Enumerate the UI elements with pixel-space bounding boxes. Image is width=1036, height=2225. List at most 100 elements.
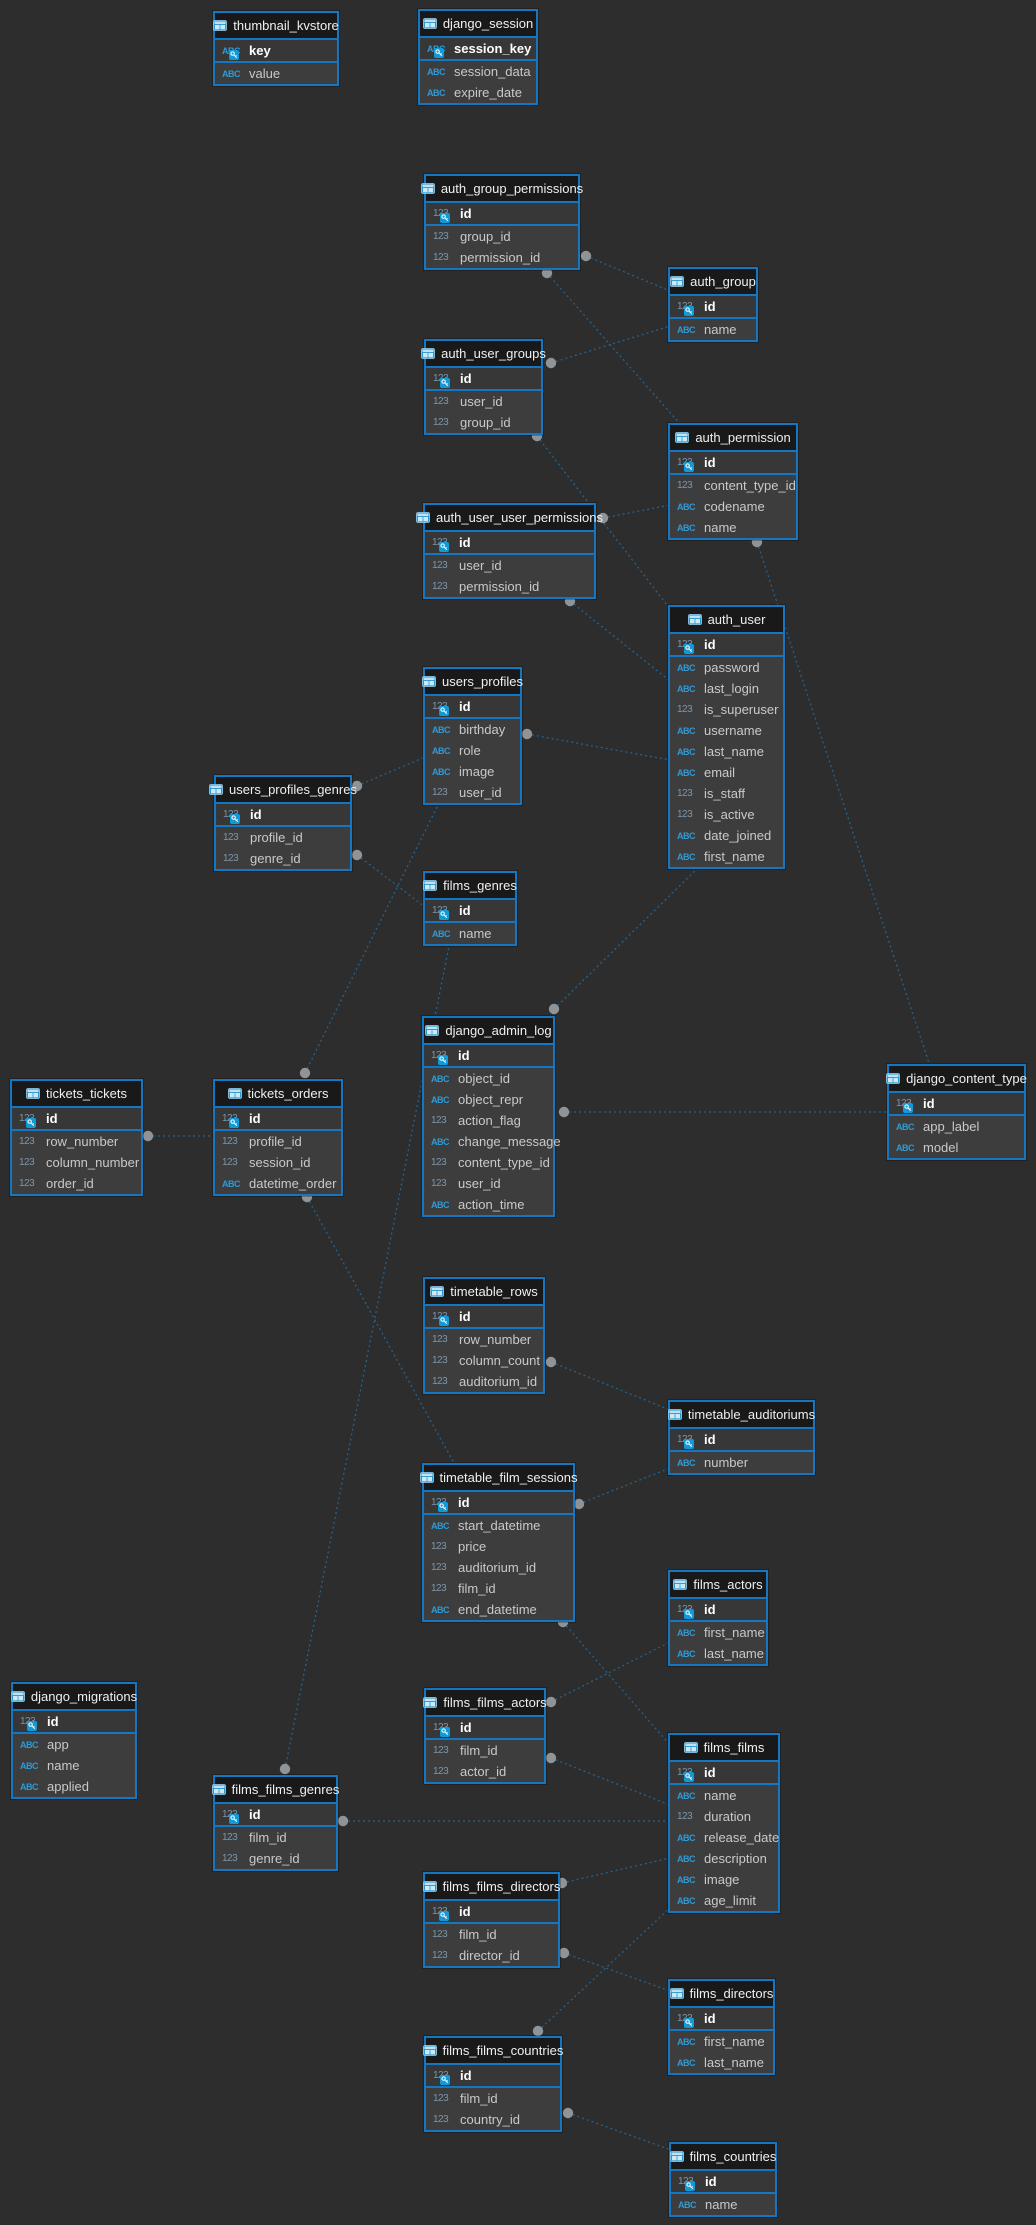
table-header[interactable]: films_countries bbox=[669, 2144, 776, 2171]
table-header[interactable]: users_profiles_genres bbox=[209, 777, 357, 804]
column-row-id[interactable]: 123id bbox=[670, 634, 783, 657]
table-header[interactable]: auth_user_groups bbox=[421, 341, 546, 368]
column-row-id[interactable]: 123id bbox=[424, 1492, 573, 1515]
table-films_genres[interactable]: films_genres123idABCname bbox=[423, 871, 517, 946]
table-header[interactable]: django_admin_log bbox=[424, 1018, 553, 1045]
column-row-id[interactable]: 123id bbox=[425, 696, 520, 719]
relationship-line-tickets_orders-timetable_film_sessions[interactable] bbox=[306, 1196, 456, 1466]
table-auth_group_permissions[interactable]: auth_group_permissions123id123group_id12… bbox=[420, 174, 583, 270]
relationship-endpoint-dot[interactable] bbox=[541, 267, 553, 279]
table-auth_group[interactable]: auth_group123idABCname bbox=[668, 267, 758, 342]
relationship-line-timetable_film_sessions-timetable_auditoriums[interactable] bbox=[578, 1467, 671, 1505]
table-films_films_countries[interactable]: films_films_countries123id123film_id123c… bbox=[422, 2036, 563, 2132]
table-django_admin_log[interactable]: django_admin_log123idABCobject_idABCobje… bbox=[422, 1016, 561, 1217]
relationship-endpoint-dot[interactable] bbox=[558, 1947, 570, 1959]
table-header[interactable]: timetable_rows bbox=[425, 1279, 543, 1306]
relationship-endpoint-dot[interactable] bbox=[351, 849, 363, 861]
relationship-line-users_profiles-auth_user[interactable] bbox=[526, 733, 671, 761]
relationship-endpoint-dot[interactable] bbox=[299, 1067, 311, 1079]
table-header[interactable]: auth_group bbox=[670, 269, 756, 296]
table-header[interactable]: films_films_countries bbox=[422, 2038, 563, 2065]
table-header[interactable]: auth_user_user_permissions bbox=[416, 505, 603, 532]
table-header[interactable]: users_profiles bbox=[422, 669, 523, 696]
table-header[interactable]: films_films_actors bbox=[423, 1690, 547, 1717]
column-row-id[interactable]: 123id bbox=[215, 1804, 336, 1827]
column-row-id[interactable]: 123id bbox=[424, 1045, 553, 1068]
column-row-id[interactable]: 123id bbox=[12, 1108, 141, 1131]
relationship-line-auth_group_permissions-auth_permission[interactable] bbox=[546, 272, 682, 426]
table-header[interactable]: django_session bbox=[420, 11, 536, 38]
table-header[interactable]: django_content_type bbox=[886, 1066, 1027, 1093]
table-header[interactable]: django_migrations bbox=[10, 1684, 137, 1711]
relationship-endpoint-dot[interactable] bbox=[548, 1003, 560, 1015]
relationship-line-films_films_countries-films_films[interactable] bbox=[537, 1907, 671, 2032]
column-row-id[interactable]: 123id bbox=[426, 203, 578, 226]
relationship-endpoint-dot[interactable] bbox=[142, 1130, 154, 1142]
column-row-id[interactable]: 123id bbox=[670, 1429, 813, 1452]
table-auth_user_user_permissions[interactable]: auth_user_user_permissions123id123user_i… bbox=[416, 503, 603, 599]
relationship-endpoint-dot[interactable] bbox=[597, 512, 609, 524]
relationship-line-films_films_countries-films_countries[interactable] bbox=[567, 2112, 672, 2151]
column-row-id[interactable]: 123id bbox=[425, 1306, 543, 1329]
table-header[interactable]: films_films_genres bbox=[211, 1777, 339, 1804]
table-django_migrations[interactable]: django_migrations123idABCappABCnameABCap… bbox=[10, 1682, 137, 1799]
relationship-line-auth_user_user_permissions-auth_permission[interactable] bbox=[602, 504, 671, 519]
table-header[interactable]: tickets_tickets bbox=[12, 1081, 141, 1108]
column-row-id[interactable]: 123id bbox=[426, 368, 541, 391]
table-thumbnail_kvstore[interactable]: thumbnail_kvstoreABCkeyABCvalue bbox=[213, 11, 339, 86]
table-auth_user_groups[interactable]: auth_user_groups123id123user_id123group_… bbox=[421, 339, 546, 435]
relationship-line-auth_user_groups-auth_user[interactable] bbox=[536, 435, 671, 610]
relationship-line-timetable_film_sessions-films_films[interactable] bbox=[562, 1621, 671, 1746]
table-users_profiles[interactable]: users_profiles123idABCbirthdayABCroleABC… bbox=[422, 667, 523, 805]
table-header[interactable]: films_films_directors bbox=[422, 1874, 560, 1901]
relationship-endpoint-dot[interactable] bbox=[337, 1815, 349, 1827]
relationship-endpoint-dot[interactable] bbox=[562, 2107, 574, 2119]
table-header[interactable]: timetable_auditoriums bbox=[668, 1402, 815, 1429]
relationship-line-tickets_orders-users_profiles[interactable] bbox=[304, 800, 441, 1074]
relationship-line-auth_user_groups-auth_group[interactable] bbox=[550, 325, 671, 364]
table-films_countries[interactable]: films_countries123idABCname bbox=[669, 2142, 777, 2217]
relationship-endpoint-dot[interactable] bbox=[532, 2025, 544, 2037]
table-auth_permission[interactable]: auth_permission123id123content_type_idAB… bbox=[668, 423, 798, 540]
relationship-endpoint-dot[interactable] bbox=[558, 1106, 570, 1118]
relationship-line-timetable_rows-timetable_auditoriums[interactable] bbox=[550, 1361, 671, 1411]
